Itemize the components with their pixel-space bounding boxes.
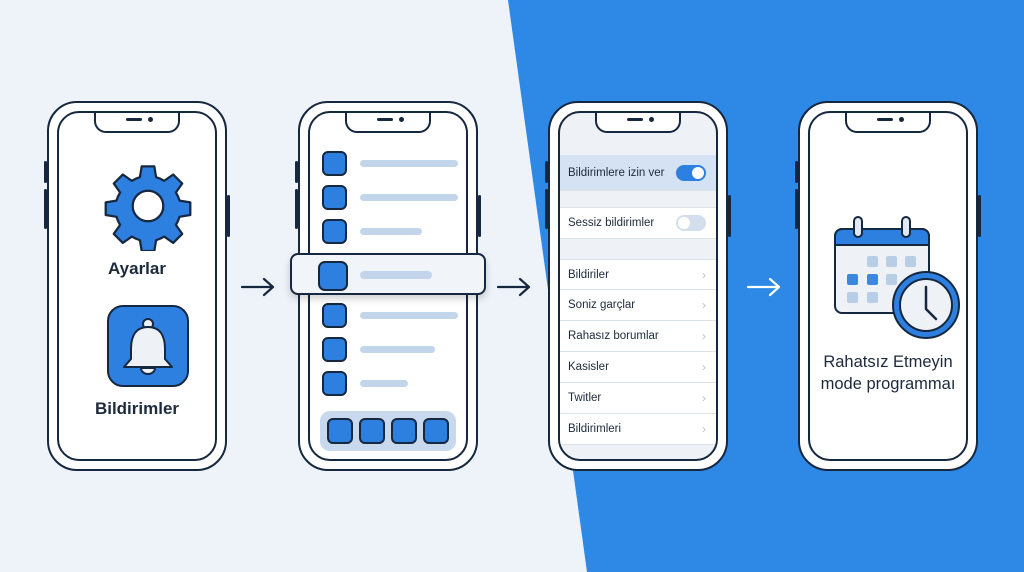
dock-app-icon[interactable] bbox=[359, 418, 385, 444]
arrow-right-icon bbox=[240, 277, 275, 297]
menu-item[interactable]: Kasisler › bbox=[560, 352, 716, 383]
text-placeholder bbox=[360, 228, 422, 235]
menu-item-label: Twitler bbox=[568, 392, 602, 404]
toggle-label: Sessiz bildirimler bbox=[568, 217, 655, 229]
title-line-2: mode programmaı bbox=[820, 375, 956, 393]
menu-item-label: Soniz garçlar bbox=[568, 299, 636, 311]
menu-item[interactable]: Soniz garçlar › bbox=[560, 290, 716, 321]
text-placeholder bbox=[360, 312, 458, 319]
silent-notifications-row[interactable]: Sessiz bildirimler bbox=[560, 207, 716, 239]
title-line-1: Rahatsız Etmeyin bbox=[823, 353, 953, 371]
phone-screen: Rahatsız Etmeyin mode programmaı bbox=[808, 111, 968, 461]
app-icon bbox=[322, 185, 347, 210]
dock-app-icon[interactable] bbox=[391, 418, 417, 444]
phone-notch bbox=[94, 113, 180, 133]
gear-icon[interactable] bbox=[103, 161, 193, 253]
menu-item[interactable]: Bildirimleri › bbox=[560, 414, 716, 445]
text-placeholder bbox=[360, 380, 408, 387]
dock-app-icon[interactable] bbox=[327, 418, 353, 444]
menu-item-label: Kasisler bbox=[568, 361, 609, 373]
notifications-app-icon[interactable] bbox=[107, 305, 189, 387]
phone-notch bbox=[845, 113, 931, 133]
phone-screen: Ayarlar Bildirimler bbox=[57, 111, 217, 461]
dnd-schedule-title: Rahatsız Etmeyin mode programmaı bbox=[810, 351, 966, 395]
silent-notifications-toggle[interactable] bbox=[676, 215, 706, 231]
phone-side-button bbox=[978, 195, 981, 237]
app-icon bbox=[322, 337, 347, 362]
text-placeholder bbox=[360, 271, 432, 279]
menu-item-label: Bildirimleri bbox=[568, 423, 622, 435]
menu-item[interactable]: Bildiriler › bbox=[560, 259, 716, 290]
chevron-right-icon: › bbox=[702, 422, 706, 436]
app-icon bbox=[322, 303, 347, 328]
phone-notch bbox=[595, 113, 681, 133]
menu-item[interactable]: Twitler › bbox=[560, 383, 716, 414]
phone-step-4: Rahatsız Etmeyin mode programmaı bbox=[795, 101, 981, 471]
app-dock bbox=[320, 411, 456, 451]
toggle-label: Bildirimlere izin ver bbox=[568, 166, 665, 179]
settings-app-label: Ayarlar bbox=[108, 259, 166, 278]
menu-item-label: Bildiriler bbox=[568, 268, 609, 281]
notifications-app-label: Bildirimler bbox=[94, 399, 180, 418]
app-icon bbox=[318, 261, 348, 291]
phone-side-button bbox=[227, 195, 230, 237]
text-placeholder bbox=[360, 194, 458, 201]
arrow-right-icon bbox=[746, 277, 781, 297]
app-icon bbox=[322, 371, 347, 396]
text-placeholder bbox=[360, 346, 435, 353]
allow-notifications-toggle[interactable] bbox=[676, 164, 706, 181]
allow-notifications-row[interactable]: Bildirimlere izin ver bbox=[560, 155, 716, 191]
chevron-right-icon: › bbox=[702, 360, 706, 374]
phone-step-1: Ayarlar Bildirimler bbox=[44, 101, 230, 471]
menu-item-label: Rahasız borumlar bbox=[568, 330, 659, 342]
chevron-right-icon: › bbox=[702, 267, 706, 282]
phone-notch bbox=[345, 113, 431, 133]
menu-item[interactable]: Rahasız borumlar › bbox=[560, 321, 716, 352]
chevron-right-icon: › bbox=[702, 391, 706, 405]
arrow-right-icon bbox=[496, 277, 531, 297]
calendar-clock-icon bbox=[830, 213, 960, 343]
app-icon bbox=[322, 151, 347, 176]
phone-step-3: Bildirimlere izin ver Sessiz bildirimler… bbox=[545, 101, 731, 471]
notification-settings-screen: Bildirimlere izin ver Sessiz bildirimler… bbox=[558, 111, 718, 461]
app-icon bbox=[322, 219, 347, 244]
chevron-right-icon: › bbox=[702, 329, 706, 343]
text-placeholder bbox=[360, 160, 458, 167]
phone-side-button bbox=[728, 195, 731, 237]
dock-app-icon[interactable] bbox=[423, 418, 449, 444]
bell-icon bbox=[123, 318, 173, 375]
highlighted-list-item[interactable] bbox=[290, 253, 486, 295]
chevron-right-icon: › bbox=[702, 298, 706, 312]
phone-side-button bbox=[478, 195, 481, 237]
